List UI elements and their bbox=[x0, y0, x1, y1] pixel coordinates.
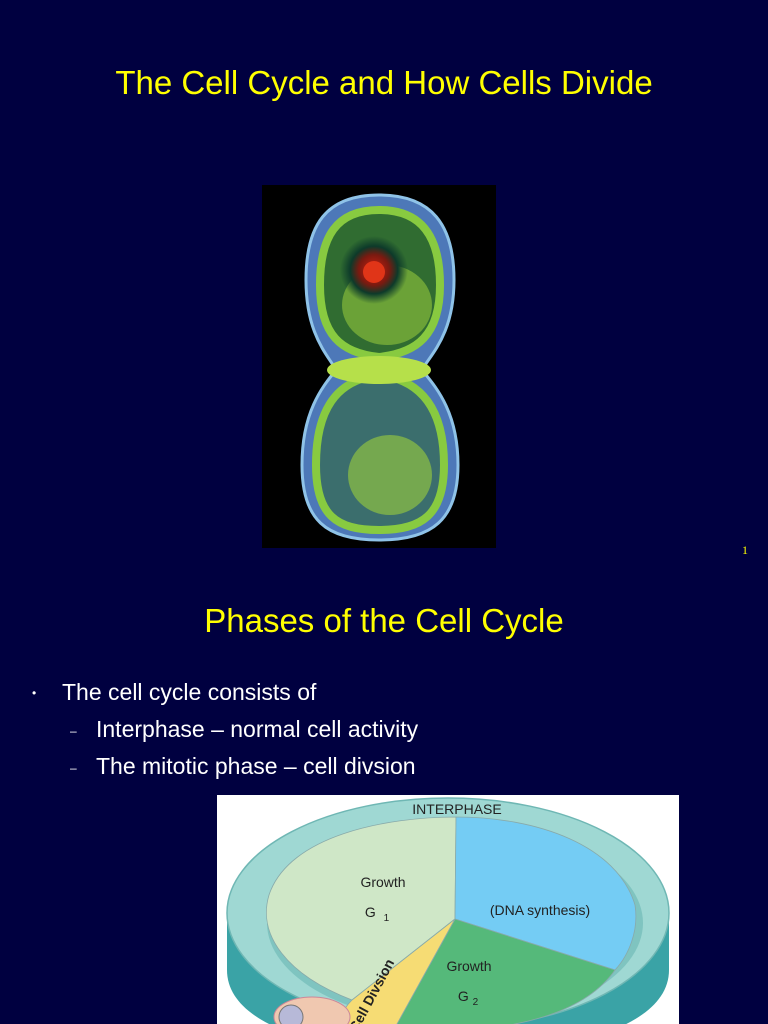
g1-letter: G bbox=[365, 904, 376, 920]
g1-phase-label: G 1 bbox=[365, 904, 390, 924]
sub-bullet-marker: – bbox=[70, 761, 77, 775]
dna-synthesis-label: (DNA synthesis) bbox=[490, 902, 590, 918]
g1-subscript: 1 bbox=[384, 913, 390, 924]
sub-bullet-marker: – bbox=[70, 724, 77, 738]
g2-subscript: 2 bbox=[473, 997, 479, 1008]
bullet-text: The cell cycle consists of bbox=[62, 679, 317, 705]
cell-cycle-diagram: INTERPHASE Growth G 1 (DNA synthesis) Gr… bbox=[217, 795, 679, 1024]
page-number: 1 bbox=[742, 543, 748, 557]
sub-bullet-interphase: Interphase – normal cell activity bbox=[96, 716, 419, 742]
g2-letter: G bbox=[458, 988, 469, 1004]
cell-micrograph-image bbox=[262, 185, 496, 548]
g1-growth-label: Growth bbox=[360, 874, 405, 890]
slide-title-2: Phases of the Cell Cycle bbox=[204, 602, 564, 639]
slide-title: The Cell Cycle and How Cells Divide bbox=[115, 64, 653, 101]
bullet-marker: • bbox=[32, 686, 37, 700]
interphase-label: INTERPHASE bbox=[412, 801, 501, 817]
g2-phase-label: G 2 bbox=[458, 988, 479, 1008]
g2-growth-label: Growth bbox=[446, 958, 491, 974]
sub-bullet-mitotic: The mitotic phase – cell divsion bbox=[96, 753, 416, 779]
